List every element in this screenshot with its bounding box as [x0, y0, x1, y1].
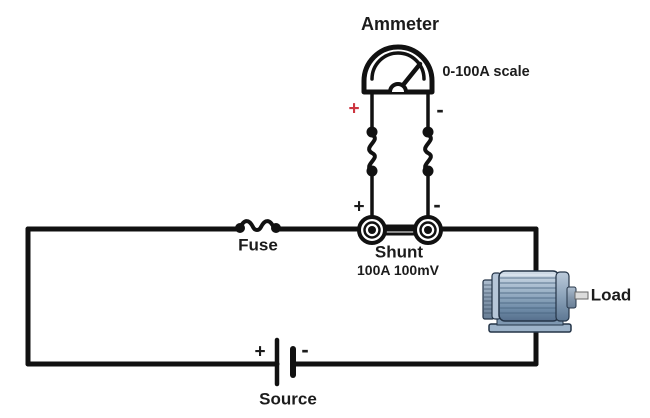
ammeter-negative-sign: -: [436, 97, 444, 122]
battery-symbol: [274, 337, 296, 387]
ammeter-symbol: [361, 44, 435, 218]
shunt-terminal-negative: [413, 215, 443, 245]
circuit-wires: [25, 226, 539, 367]
ammeter-title: Ammeter: [360, 14, 440, 34]
shunt-symbol: [357, 215, 443, 245]
fuse-label: Fuse: [238, 235, 278, 255]
ammeter-lead-coil-left: [367, 133, 377, 173]
fuse-terminal-left: [235, 223, 245, 233]
fuse-terminal-right: [271, 223, 281, 233]
ammeter-scale-arc: [370, 51, 426, 81]
motor-fins: [500, 277, 558, 314]
shunt-terminal-positive: [357, 215, 387, 245]
source-positive-sign: +: [254, 341, 266, 363]
ammeter-positive-sign: +: [348, 98, 360, 120]
ammeter-lead-coil-right: [423, 133, 433, 173]
fuse-symbol: [235, 219, 281, 233]
motor-illustration: [482, 270, 589, 333]
ammeter-pivot: [388, 82, 408, 93]
shunt-rating: 100A 100mV: [357, 262, 439, 278]
shunt-negative-sign: -: [433, 192, 441, 217]
shunt-positive-sign: +: [353, 196, 365, 218]
source-label: Source: [259, 389, 317, 409]
source-negative-sign: -: [301, 337, 309, 362]
motor-shaft: [574, 291, 589, 300]
shunt-label: Shunt: [374, 242, 424, 262]
ammeter-scale-note: 0-100A scale: [442, 63, 530, 80]
load-label: Load: [590, 285, 632, 305]
